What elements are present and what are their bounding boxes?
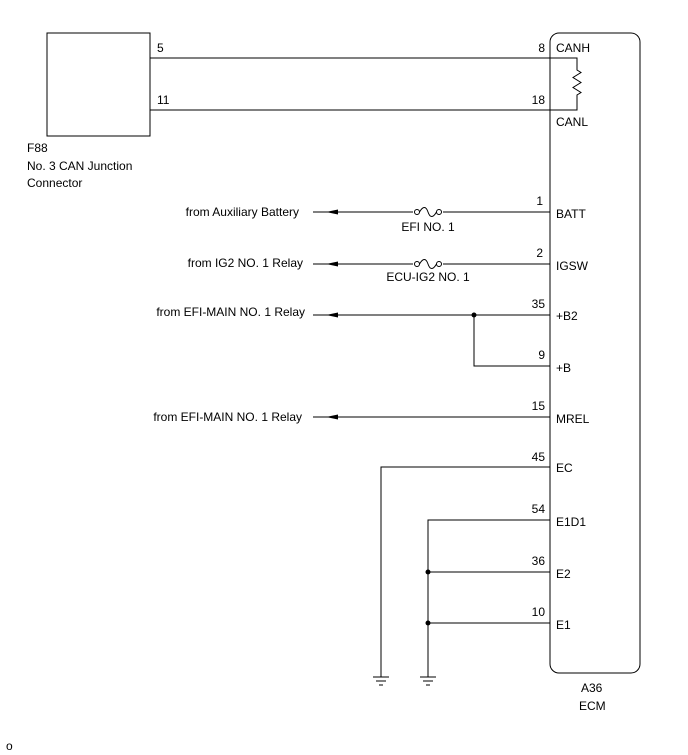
ecm-pin-number-15: 15 (532, 399, 546, 413)
ecm-pin-number-2: 2 (536, 246, 543, 260)
junction-e1 (425, 620, 431, 626)
arrow-igsw (326, 261, 338, 267)
arrow-batt (326, 209, 338, 215)
ecm-pin-label-e1d1: E1D1 (556, 515, 586, 529)
source-auxiliary-battery: from Auxiliary Battery (186, 205, 299, 219)
ecm-pin-number-9: 9 (538, 348, 545, 362)
f88-code: F88 (27, 141, 48, 155)
ecm-name: ECM (579, 699, 606, 713)
corner-mark: o (6, 739, 13, 753)
f88-pin-11: 11 (157, 93, 170, 107)
f88-name-line2: Connector (27, 176, 82, 190)
ecm-pin-label-igsw: IGSW (556, 259, 589, 273)
arrow-mrel (326, 414, 338, 420)
ground-ec-icon (373, 676, 389, 686)
wire-e1d1 (427, 519, 550, 677)
ecm-pin-number-36: 36 (532, 554, 546, 568)
ecm-pin-label-mrel: MREL (556, 412, 590, 426)
ecm-pin-number-45: 45 (532, 450, 546, 464)
fuse-label-efi-no1: EFI NO. 1 (401, 220, 455, 234)
ground-e1-icon (420, 676, 436, 686)
ecm-pin-number-54: 54 (532, 502, 546, 516)
wire-plus-b (473, 315, 550, 367)
ecm-pin-number-18: 18 (532, 93, 546, 107)
ecm-pin-number-8: 8 (538, 41, 545, 55)
f88-connector-box (46, 32, 151, 137)
fuse-label-ecu-ig2-no1: ECU-IG2 NO. 1 (386, 270, 470, 284)
source-ig2-no1-relay: from IG2 NO. 1 Relay (188, 256, 303, 270)
ecm-code: A36 (581, 681, 603, 695)
source-efi-main-no1-relay-2: from EFI-MAIN NO. 1 Relay (153, 410, 302, 424)
ecm-pin-number-10: 10 (532, 605, 546, 619)
ecm-pin-number-35: 35 (532, 297, 546, 311)
arrow-plus-b2 (326, 312, 338, 318)
fuse-ecu-ig2-no1-icon (413, 259, 443, 269)
ecm-pin-label-batt: BATT (556, 207, 586, 221)
ecm-pin-label-ec: EC (556, 461, 573, 475)
f88-pin-5: 5 (157, 41, 164, 55)
ecm-pin-label-e2: E2 (556, 567, 571, 581)
ecm-pin-label-plus-b2: +B2 (556, 309, 578, 323)
terminating-resistor (550, 57, 582, 111)
ecm-pin-label-canl: CANL (556, 115, 588, 129)
fuse-efi-no1-icon (413, 207, 443, 217)
source-efi-main-no1-relay-1: from EFI-MAIN NO. 1 Relay (156, 305, 305, 319)
ecm-pin-label-canh: CANH (556, 41, 590, 55)
junction-e2 (425, 569, 431, 575)
ecm-pin-label-e1: E1 (556, 618, 571, 632)
ecm-pin-number-1: 1 (536, 194, 543, 208)
ecm-box (549, 32, 641, 674)
wire-ec (380, 466, 550, 677)
ecm-pin-label-plus-b: +B (556, 361, 571, 375)
f88-name-line1: No. 3 CAN Junction (27, 159, 132, 173)
